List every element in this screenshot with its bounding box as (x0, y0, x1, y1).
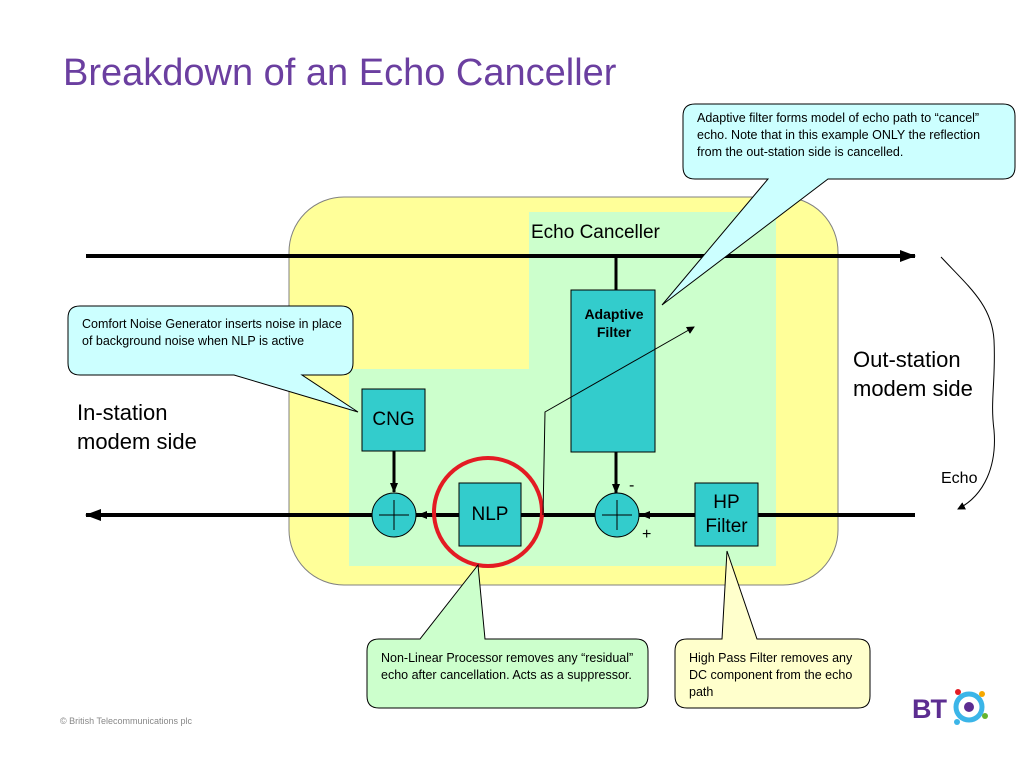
callout-hp-text: High Pass Filter removes any DC componen… (689, 651, 853, 699)
adaptive-filter-box (570, 289, 656, 453)
echo-canceller-region (349, 212, 776, 566)
hp-filter-box (694, 482, 759, 547)
plus-sign: + (642, 526, 652, 543)
callout-adaptive-bubble (661, 103, 1016, 306)
nlp-label: NLP (471, 503, 509, 525)
copyright-footer: © British Telecommunications plc (60, 716, 193, 726)
callout-hp-bubble (674, 550, 871, 709)
cng-box (361, 388, 426, 452)
echo-canceller-label: Echo Canceller (531, 222, 660, 243)
callout-cng-text: Comfort Noise Generator inserts noise in… (82, 317, 342, 348)
error-feedback-line (542, 326, 695, 516)
nlp-highlight-circle (432, 456, 544, 568)
minus-sign: - (629, 477, 635, 494)
bt-globe-icon (953, 689, 988, 725)
page-title: Breakdown of an Echo Canceller (63, 52, 617, 94)
echo-label: Echo (941, 470, 978, 487)
cng-summer (371, 492, 417, 538)
callout-cng-bubble (67, 305, 359, 413)
nlp-box (458, 482, 522, 547)
echo-summer (594, 492, 640, 538)
bt-logo-text: BT (912, 694, 947, 724)
echo-path-curve (940, 256, 995, 510)
callout-nlp-bubble (366, 563, 649, 709)
out-station-label: Out-station modem side (853, 347, 973, 401)
adaptive-filter-label: Adaptive Filter (584, 306, 644, 340)
cng-label: CNG (372, 409, 415, 430)
callout-nlp-text: Non-Linear Processor removes any “residu… (381, 651, 634, 682)
hp-filter-label: HP Filter (705, 492, 748, 537)
callout-adaptive-text: Adaptive filter forms model of echo path… (697, 111, 981, 159)
in-station-label: In-station modem side (77, 400, 197, 454)
